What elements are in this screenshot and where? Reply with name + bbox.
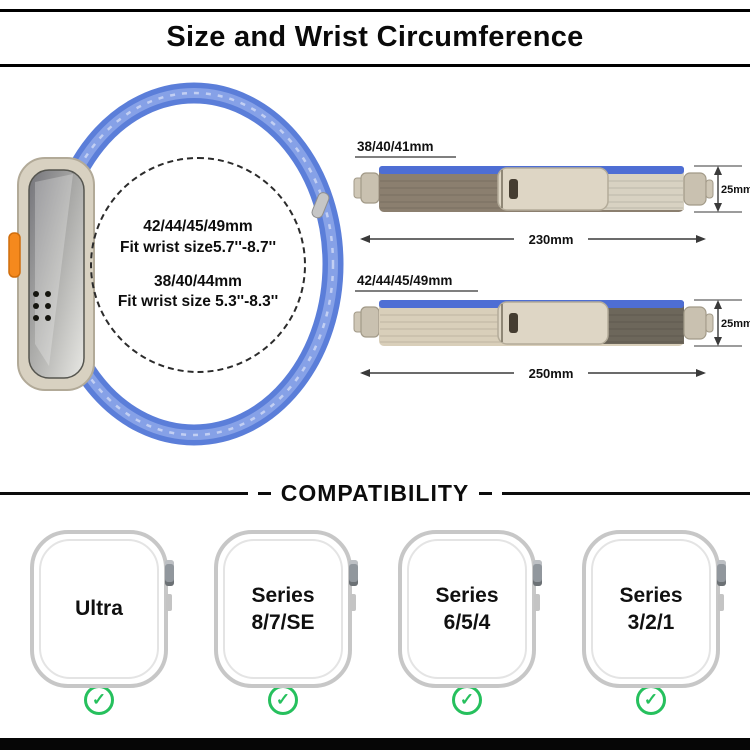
band-diagram-small: 38/40/41mm 230mm [353,139,750,247]
watch-inner-outline [39,539,159,679]
watch-body-icon [8,157,95,391]
watch-inner-outline [591,539,711,679]
digital-crown-icon [349,560,358,586]
band-size-label: 42/44/45/49mm [357,273,452,288]
width-value: 25mm [721,318,750,330]
fit-range-large: Fit wrist size5.7''-8.7'' [119,238,277,256]
model-label-line1: Series [251,583,315,607]
band-diagram-large: 42/44/45/49mm 250 [353,273,750,381]
top-rule [0,9,750,12]
watch-outline: Series 8/7/SE [214,530,358,688]
action-button-icon [8,232,21,278]
model-ultra: Ultra ✓ [14,530,184,715]
watch-ultra-illustration [8,82,344,446]
left-dash [257,491,271,495]
check-icon: ✓ [268,685,298,715]
model-series-8-7-se: Series 8/7/SE ✓ [198,530,368,715]
speaker-grille-icon [33,291,51,321]
header-bottom-rule [0,64,750,67]
digital-crown-icon [533,560,542,586]
watch-outline: Ultra [30,530,174,688]
watch-inner-outline [407,539,527,679]
digital-crown-icon [717,560,726,586]
model-series-6-5-4: Series 6/5/4 ✓ [382,530,552,715]
width-measurement: 25mm [694,165,750,213]
model-label-line1: Ultra [75,597,123,621]
watch-screen [28,169,85,379]
check-icon: ✓ [636,685,666,715]
bottom-bar [0,738,750,750]
strap-graphic [353,166,714,212]
compatibility-header: COMPATIBILITY [0,480,750,506]
page-title: Size and Wrist Circumference [166,21,584,53]
band-hook-icon [311,192,330,219]
band-size-label: 38/40/41mm [357,139,434,154]
model-label-line2: 3/2/1 [627,611,675,634]
model-label-line1: Series [435,583,499,607]
model-label: Series 8/7/SE [218,534,348,684]
model-series-3-2-1: Series 3/2/1 ✓ [566,530,736,715]
compatibility-title: COMPATIBILITY [280,479,470,506]
model-label-line1: Series [619,583,683,607]
length-measurement: 250mm [360,366,706,381]
compatibility-models: Ultra ✓ Series 8/7/SE ✓ [0,530,750,715]
model-label: Ultra [34,534,164,684]
side-button-icon [350,594,356,611]
strap-graphic [353,300,714,346]
model-label-line2: 6/5/4 [443,611,491,634]
side-button-icon [534,594,540,611]
side-button-icon [718,594,724,611]
size-range-small: 38/40/44mm [154,272,242,290]
length-value: 230mm [529,232,574,247]
check-icon: ✓ [84,685,114,715]
width-measurement: 25mm [694,299,750,347]
digital-crown-icon [165,560,174,586]
side-button-icon [166,594,172,611]
length-value: 250mm [529,366,574,381]
model-label-line2: 8/7/SE [251,611,315,634]
model-label: Series 6/5/4 [402,534,532,684]
size-info-circle: 42/44/45/49mm Fit wrist size5.7''-8.7'' … [90,157,306,373]
left-rule [0,491,248,495]
check-icon: ✓ [452,685,482,715]
fit-range-small: Fit wrist size 5.3''-8.3'' [117,293,279,311]
watch-inner-outline [223,539,343,679]
size-range-large: 42/44/45/49mm [143,217,253,235]
watch-outline: Series 3/2/1 [582,530,726,688]
width-value: 25mm [721,184,750,196]
model-label: Series 3/2/1 [586,534,716,684]
right-rule [502,491,750,495]
length-measurement: 230mm [360,232,706,247]
watch-outline: Series 6/5/4 [398,530,542,688]
right-dash [479,491,493,495]
